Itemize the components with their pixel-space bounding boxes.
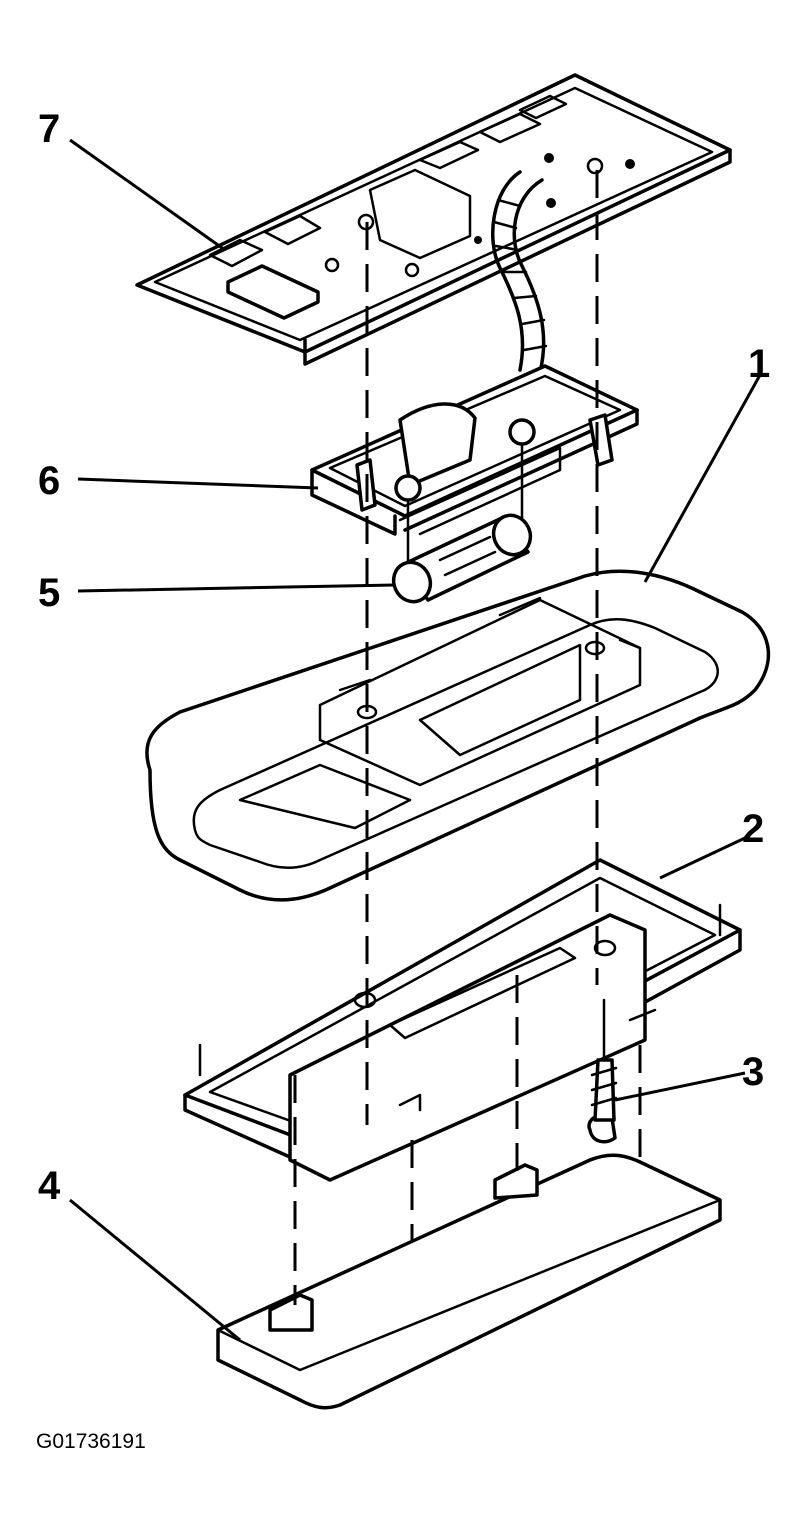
leader-lines	[69, 138, 762, 1342]
part-7-mounting-plate	[135, 73, 732, 366]
part-1-lens-housing	[145, 569, 771, 902]
callout-labels: 7 6 5 1 2 3 4	[38, 107, 770, 1208]
part-3-screw	[587, 998, 618, 1144]
part-5-bulb	[391, 513, 533, 604]
figure-id: G01736191	[36, 1430, 146, 1453]
callout-7: 7	[38, 107, 60, 151]
callout-4: 4	[38, 1164, 61, 1208]
callout-6: 6	[38, 459, 60, 503]
callout-5: 5	[38, 571, 60, 615]
wire-harness	[491, 170, 548, 374]
part-6-socket-bracket	[310, 364, 639, 572]
part-2-base-frame	[183, 858, 742, 1182]
callout-1: 1	[748, 342, 770, 386]
alignment-lines	[293, 170, 642, 1305]
callout-2: 2	[742, 807, 764, 851]
callout-3: 3	[742, 1050, 764, 1094]
part-4-cover	[216, 1153, 722, 1410]
